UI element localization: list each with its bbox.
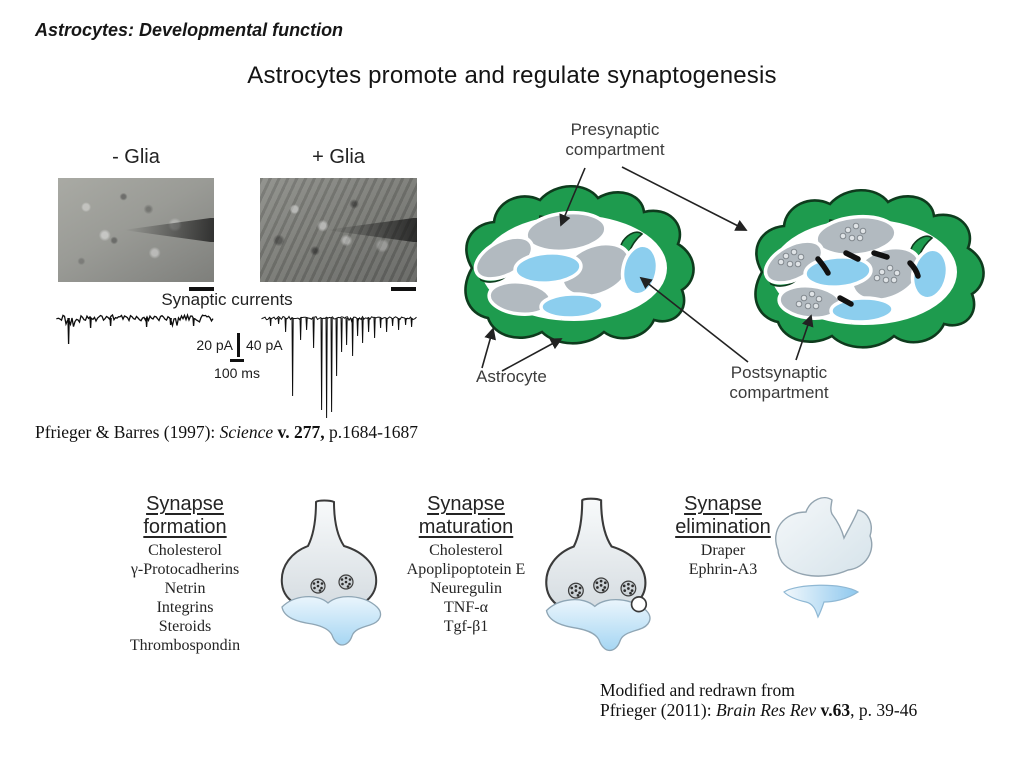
list-item: Apoplipoptotein E [406,561,526,578]
list-item: Tgf-β1 [443,618,489,635]
synapse-elimination-cartoon [775,496,873,619]
trace-plus-glia [261,315,417,419]
presynaptic-bouton [545,497,647,617]
citation-volume: v. 277, [273,422,325,442]
pipette-shadow [325,217,417,243]
synapse-maturation-cartoon [545,497,651,652]
synapse-formation-cartoon [280,499,382,646]
list-item: γ-Protocadherins [130,561,240,578]
minus-glia-label: - Glia [112,146,160,168]
list-item: Ephrin-A3 [688,561,758,578]
citation-journal: Science [219,422,274,442]
micrograph-minus-glia [58,178,214,282]
mature-cluster-details [777,222,921,310]
list-item: TNF-α [444,599,488,616]
list-item: Integrins [156,599,214,616]
synaptic-currents-title: Synaptic currents [161,290,293,309]
list-item: Draper [700,542,746,559]
citation-pages: p.1684-1687 [324,422,418,442]
postsynaptic-spine [281,595,382,646]
citation-pfrieger-barres: Pfrieger & Barres (1997): Science v. 277… [35,422,418,443]
synapse-maturation-header: Synapse maturation [418,493,514,538]
micrograph-scalebar-left [189,287,214,291]
citation-line2: Pfrieger (2011): Brain Res Rev v.63, p. … [600,699,918,720]
list-item: Cholesterol [148,542,222,559]
astrocyte-synapse-diagram [463,166,986,372]
synapse-maturation-list: Cholesterol Apoplipoptotein E Neuregulin… [376,541,556,636]
citation-prefix: Pfrieger & Barres (1997): [35,422,220,442]
flattened-spine [783,584,860,619]
synapse-formation-header: Synapse formation [143,493,227,538]
citation-pfrieger-2011: Modified and redrawn from Pfrieger (2011… [600,680,918,720]
scale-40pa: 40 pA [246,337,283,353]
pipette-shadow [123,217,214,243]
list-item: Steroids [158,618,212,635]
fusing-vesicle [630,596,648,613]
citation-line1: Modified and redrawn from [600,680,795,700]
micrograph-scalebar-right [391,287,416,291]
retracting-bouton [775,496,873,577]
scale-20pa: 20 pA [196,337,233,353]
list-item: Netrin [164,580,206,597]
scale-100ms: 100 ms [214,365,260,381]
current-traces-figure [56,312,417,419]
presynaptic-compartment-label: Presynaptic compartment [565,120,665,159]
amplitude-scalebar [237,333,240,357]
synapse-elimination-list: Draper Ephrin-A3 [633,541,813,579]
list-item: Thrombospondin [129,637,241,654]
postsynaptic-compartment-label: Postsynaptic compartment [729,363,829,402]
slide-title: Astrocytes promote and regulate synaptog… [247,62,777,89]
synapse-elimination-header: Synapse elimination [675,493,771,538]
slide-kicker: Astrocytes: Developmental function [35,20,344,40]
trace-minus-glia [56,312,214,345]
astrocyte-label: Astrocyte [476,367,547,386]
mature-synapse-cluster [753,188,986,350]
presynaptic-bouton [280,499,378,613]
time-scalebar [230,359,244,362]
synapse-formation-list: Cholesterol γ-Protocadherins Netrin Inte… [95,541,275,655]
micrograph-plus-glia [260,178,417,282]
immature-synapse-cluster [463,184,696,346]
list-item: Neuregulin [430,580,502,597]
list-item: Cholesterol [429,542,503,559]
annotation-arrows [481,166,814,372]
plus-glia-label: + Glia [312,146,365,168]
